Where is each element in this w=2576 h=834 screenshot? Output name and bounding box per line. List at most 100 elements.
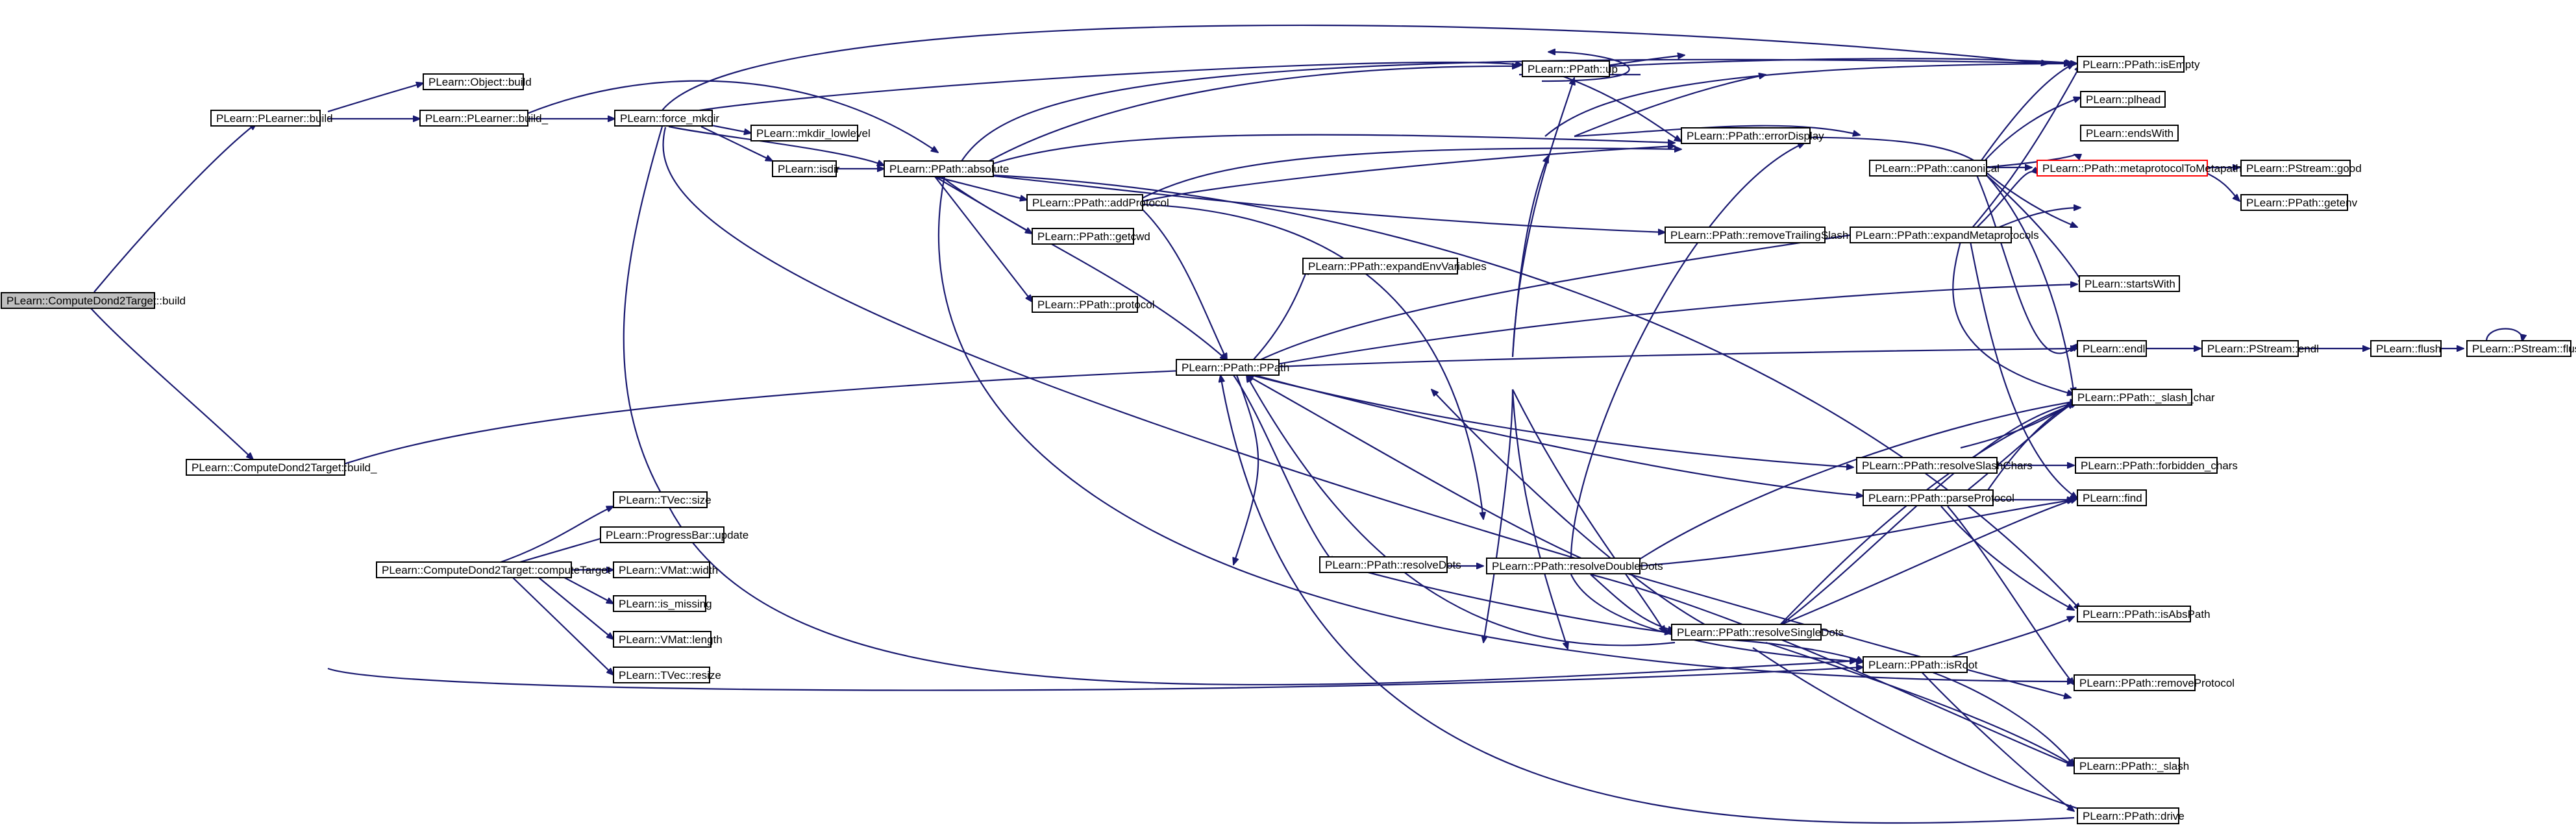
node-flush[interactable]: PLearn::flush [2370,340,2442,357]
node-is-missing[interactable]: PLearn::is_missing [613,595,712,612]
node-plearner-build-underscore[interactable]: PLearn::PLearner::build_ [419,110,549,127]
edge [1557,73,1681,141]
node-computedond2target-build-underscore[interactable]: PLearn::ComputeDond2Target::build_ [186,459,377,476]
node-plhead[interactable]: PLearn::plhead [2080,91,2166,108]
svg-text:PLearn::PPath::up: PLearn::PPath::up [1528,63,1618,75]
edge [558,574,613,604]
node-ppath-resolvedots[interactable]: PLearn::PPath::resolveDots [1319,556,1461,573]
node-ppath-addprotocol[interactable]: PLearn::PPath::addProtocol [1026,194,1169,211]
node-progressbar-update[interactable]: PLearn::ProgressBar::update [600,526,749,543]
node-object-build[interactable]: PLearn::Object::build [423,73,532,90]
edge [1431,389,1721,633]
edge [327,667,1863,691]
node-plearner-build[interactable]: PLearn::PLearner::build [210,110,333,127]
node-pstream-endl[interactable]: PLearn::PStream::endl [2201,340,2319,357]
node-ppath-canonical[interactable]: PLearn::PPath::canonical [1869,160,2000,177]
edge [1765,641,2074,766]
edge [1574,125,1860,138]
edge [934,175,1027,200]
node-ppath-ppath[interactable]: PLearn::PPath::PPath [1176,359,1289,376]
svg-text:PLearn::find: PLearn::find [2083,492,2142,504]
node-ppath-resolvedoubledots[interactable]: PLearn::PPath::resolveDoubleDots [1486,558,1663,574]
svg-text:PLearn::PPath::forbidden_chars: PLearn::PPath::forbidden_chars [2081,460,2238,472]
node-vmat-length[interactable]: PLearn::VMat::length [613,631,723,648]
node-ppath-getcwd[interactable]: PLearn::PPath::getcwd [1032,228,1150,245]
node-ppath-isempty[interactable]: PLearn::PPath::isEmpty [2077,56,2200,73]
svg-text:PLearn::PStream::flush: PLearn::PStream::flush [2472,343,2576,355]
edge [1969,241,2077,498]
node-ppath-protocol[interactable]: PLearn::PPath::protocol [1032,296,1155,313]
edge [662,24,2048,111]
node-computedond2target-build[interactable]: PLearn::ComputeDond2Target::build [1,292,186,309]
edge [1752,498,2077,637]
edge [986,66,1519,163]
node-computedond2target-computetarget[interactable]: PLearn::ComputeDond2Target::computeTarge… [376,561,611,578]
node-ppath-errordisplay[interactable]: PLearn::PPath::errorDisplay [1681,127,1824,144]
node-force-mkdir[interactable]: PLearn::force_mkdir [614,110,719,127]
edge [662,127,2071,698]
edge [1986,175,2074,395]
svg-text:PLearn::endl: PLearn::endl [2083,343,2145,355]
node-ppath-expandenvvariables[interactable]: PLearn::PPath::expandEnvVariables [1302,258,1487,275]
node-ppath-slash[interactable]: PLearn::PPath::_slash [2074,757,2189,774]
node-pstream-good[interactable]: PLearn::PStream::good [2240,160,2362,177]
edge [1966,65,2081,234]
node-startswith[interactable]: PLearn::startsWith [2079,275,2180,292]
edge [1259,234,1860,361]
svg-text:PLearn::PPath::_slash_char: PLearn::PPath::_slash_char [2077,391,2215,404]
node-ppath-forbidden-chars[interactable]: PLearn::PPath::forbidden_chars [2075,457,2238,474]
node-find[interactable]: PLearn::find [2077,489,2147,506]
edge [1772,402,2077,633]
edge [941,176,1227,360]
edge [2203,171,2240,201]
node-ppath-removetrailingslash[interactable]: PLearn::PPath::removeTrailingSlash [1665,227,1848,243]
edge [1511,78,1574,358]
svg-text:PLearn::PPath::absolute: PLearn::PPath::absolute [889,163,1009,175]
node-ppath-isabspath[interactable]: PLearn::PPath::isAbsPath [2077,606,2211,622]
svg-text:PLearn::is_missing: PLearn::is_missing [619,598,712,610]
edge [1139,206,1228,360]
svg-text:PLearn::isdir: PLearn::isdir [778,163,840,175]
node-ppath-slash-char[interactable]: PLearn::PPath::_slash_char [2072,389,2215,406]
node-ppath-absolute[interactable]: PLearn::PPath::absolute [884,160,1009,177]
svg-text:PLearn::PPath::parseProtocol: PLearn::PPath::parseProtocol [1868,492,2014,504]
node-endl[interactable]: PLearn::endl [2077,340,2147,357]
node-ppath-removeprotocol[interactable]: PLearn::PPath::removeProtocol [2074,674,2235,691]
node-pstream-flush[interactable]: PLearn::PStream::flush [2466,340,2576,357]
edge [1544,64,2071,137]
node-isdir[interactable]: PLearn::isdir [772,160,840,177]
node-ppath-drive[interactable]: PLearn::PPath::drive [2077,807,2185,824]
edge [337,349,2077,467]
edge [934,176,1032,302]
node-ppath-resolvesingledots[interactable]: PLearn::PPath::resolveSingleDots [1671,624,1844,641]
node-ppath-isroot[interactable]: PLearn::PPath::isRoot [1863,656,1977,673]
svg-text:PLearn::force_mkdir: PLearn::force_mkdir [620,112,719,125]
node-ppath-getenv[interactable]: PLearn::PPath::getenv [2240,194,2358,211]
edge [1952,241,2074,395]
svg-text:PLearn::plhead: PLearn::plhead [2086,93,2161,106]
node-tvec-resize[interactable]: PLearn::TVec::resize [613,667,721,683]
svg-text:PLearn::PPath::resolveDots: PLearn::PPath::resolveDots [1325,559,1461,571]
node-tvec-size[interactable]: PLearn::TVec::size [613,491,712,508]
node-ppath-resolveslashchars[interactable]: PLearn::PPath::resolveSlashChars [1856,457,2033,474]
node-ppath-up[interactable]: PLearn::PPath::up [1522,60,1618,77]
edge [1983,153,2074,169]
edges [90,24,2522,824]
svg-text:PLearn::PLearner::build_: PLearn::PLearner::build_ [425,112,549,125]
node-ppath-metaprotocoltometapath[interactable]: PLearn::PPath::metaprotocolToMetapath [2037,160,2242,177]
edge [1512,389,1665,633]
node-vmat-width[interactable]: PLearn::VMat::width [613,561,718,578]
edge [526,80,938,153]
svg-text:PLearn::ProgressBar::update: PLearn::ProgressBar::update [606,529,749,541]
node-endswith[interactable]: PLearn::endsWith [2080,125,2179,141]
edge [93,123,256,293]
svg-text:PLearn::PPath::isRoot: PLearn::PPath::isRoot [1868,659,1977,671]
svg-text:PLearn::PPath::getenv: PLearn::PPath::getenv [2246,197,2358,209]
edge [1970,171,2038,234]
node-ppath-expandmetaprotocols[interactable]: PLearn::PPath::expandMetaprotocols [1850,227,2039,243]
svg-text:PLearn::PPath::errorDisplay: PLearn::PPath::errorDisplay [1687,130,1824,142]
svg-text:PLearn::PStream::endl: PLearn::PStream::endl [2207,343,2319,355]
svg-text:PLearn::PPath::canonical: PLearn::PPath::canonical [1875,162,2000,175]
node-ppath-parseprotocol[interactable]: PLearn::PPath::parseProtocol [1863,489,2014,506]
node-mkdir-lowlevel[interactable]: PLearn::mkdir_lowlevel [750,125,871,141]
